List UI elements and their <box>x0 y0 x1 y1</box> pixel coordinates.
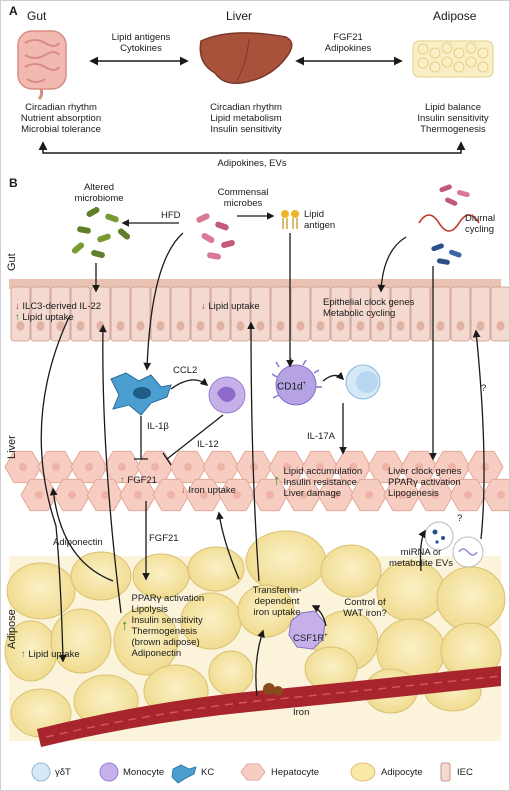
gut-il22-text: ↓ ILC3-derived IL-22 ↑ Lipid uptake <box>15 301 101 323</box>
iec-cell <box>111 287 130 341</box>
legend-hepatocyte-icon <box>241 764 265 780</box>
question-mark-1: ? <box>481 383 486 394</box>
adipokines-evs-label: Adipokines, EVs <box>217 158 286 169</box>
iec-cell <box>231 287 250 341</box>
commensal-microbes-icon <box>195 212 235 260</box>
adipocyte-cell <box>51 609 111 673</box>
gut-intestine-icon <box>18 31 66 99</box>
altered-microbiome-icon <box>71 206 132 259</box>
legend-iec-icon <box>441 763 450 781</box>
adipocyte-cell <box>133 554 189 598</box>
iec-cell <box>431 287 450 341</box>
il12-label: IL-12 <box>197 439 219 450</box>
gut-title: Gut <box>27 11 46 22</box>
iec-cell <box>291 287 310 341</box>
iec-cell <box>251 287 270 341</box>
adiponectin-label: Adiponectin <box>53 537 103 548</box>
down-arrow-icon: ↓ <box>201 301 206 312</box>
iec-cell <box>491 287 510 341</box>
legend-hepatocyte-label: Hepatocyte <box>271 767 319 778</box>
liver-organ-icon <box>200 33 291 83</box>
iec-cell <box>151 287 170 341</box>
gut-adipose-arrow <box>43 143 461 153</box>
fgf21-flow-label: FGF21 <box>149 533 179 544</box>
iron-label: Iron <box>293 707 309 718</box>
iron-particle-icon <box>273 686 283 696</box>
liver-iron-uptake-text: ↓ Iron uptake <box>181 485 236 496</box>
legend-iec-label: IEC <box>457 767 473 778</box>
up-arrow-icon: ↑ <box>120 475 125 486</box>
down-arrow-icon: ↓ <box>15 301 20 312</box>
il17a-label: IL-17A <box>307 431 335 442</box>
adipocyte-cell <box>437 567 505 631</box>
legend-adipocyte-label: Adipocyte <box>381 767 423 778</box>
csf1r-label: CSF1R+ <box>293 631 328 644</box>
adipose-title: Adipose <box>433 11 476 22</box>
legend-monocyte-icon <box>100 763 118 781</box>
gdt-cell-icon <box>346 365 380 399</box>
iec-cell <box>191 287 210 341</box>
legend-monocyte-label: Monocyte <box>123 767 164 778</box>
legend-adipocyte-icon <box>351 763 375 781</box>
iec-cell <box>131 287 150 341</box>
hepatocyte-cell <box>483 479 510 510</box>
hfd-label: HFD <box>161 210 181 221</box>
ccl2-arrow <box>171 380 207 389</box>
gut-lipid-uptake-text: ↓ Lipid uptake <box>201 301 260 312</box>
legend-gdt-icon <box>32 763 50 781</box>
commensal-microbes-label: Commensalmicrobes <box>218 187 269 209</box>
legend-kc-icon <box>172 765 196 783</box>
question-mark-2: ? <box>457 513 462 524</box>
ccl2-label: CCL2 <box>173 365 197 376</box>
up-arrow-icon: ↑ <box>121 593 129 659</box>
liver-title: Liver <box>226 11 252 22</box>
legend-kc-label: KC <box>201 767 214 778</box>
cd1d-gdt-arrow <box>323 375 343 381</box>
adipocyte-cell <box>377 561 445 621</box>
adipose-lipid-uptake-text: ↑ Lipid uptake <box>21 649 80 660</box>
panel-b-letter: B <box>9 178 18 189</box>
up-arrow-icon: ↑ <box>273 466 281 496</box>
iec-cell <box>271 287 290 341</box>
iec-cell <box>211 287 230 341</box>
up-arrow-icon: ↑ <box>21 649 26 660</box>
iec-cell <box>471 287 490 341</box>
liver-fgf21-text: ↑ FGF21 <box>120 475 157 486</box>
side-label-gut: Gut <box>7 253 18 271</box>
diurnal-cycling-label: Diurnalcycling <box>465 213 495 235</box>
monocyte-icon <box>209 377 245 413</box>
adipose-tissue-icon <box>413 41 493 77</box>
iec-cell <box>171 287 190 341</box>
kc-cell-icon <box>111 373 171 415</box>
iron-particle-icon <box>263 683 275 695</box>
side-label-liver: Liver <box>7 435 18 459</box>
down-arrow-icon: ↓ <box>181 485 186 496</box>
lipid-antigen-icon <box>281 210 299 229</box>
iec-cell <box>451 287 470 341</box>
up-arrow-icon: ↑ <box>15 312 20 323</box>
altered-microbiome-label: Alteredmicrobiome <box>74 182 123 204</box>
panel-a-letter: A <box>9 6 18 17</box>
cd1d-label: CD1d+ <box>277 379 306 392</box>
il1b-label: IL-1β <box>147 421 169 432</box>
adipocyte-cell <box>209 651 253 695</box>
legend-gdt-label: γδT <box>55 767 71 778</box>
adipocyte-cell <box>321 545 381 597</box>
side-label-adipose: Adipose <box>7 609 18 649</box>
